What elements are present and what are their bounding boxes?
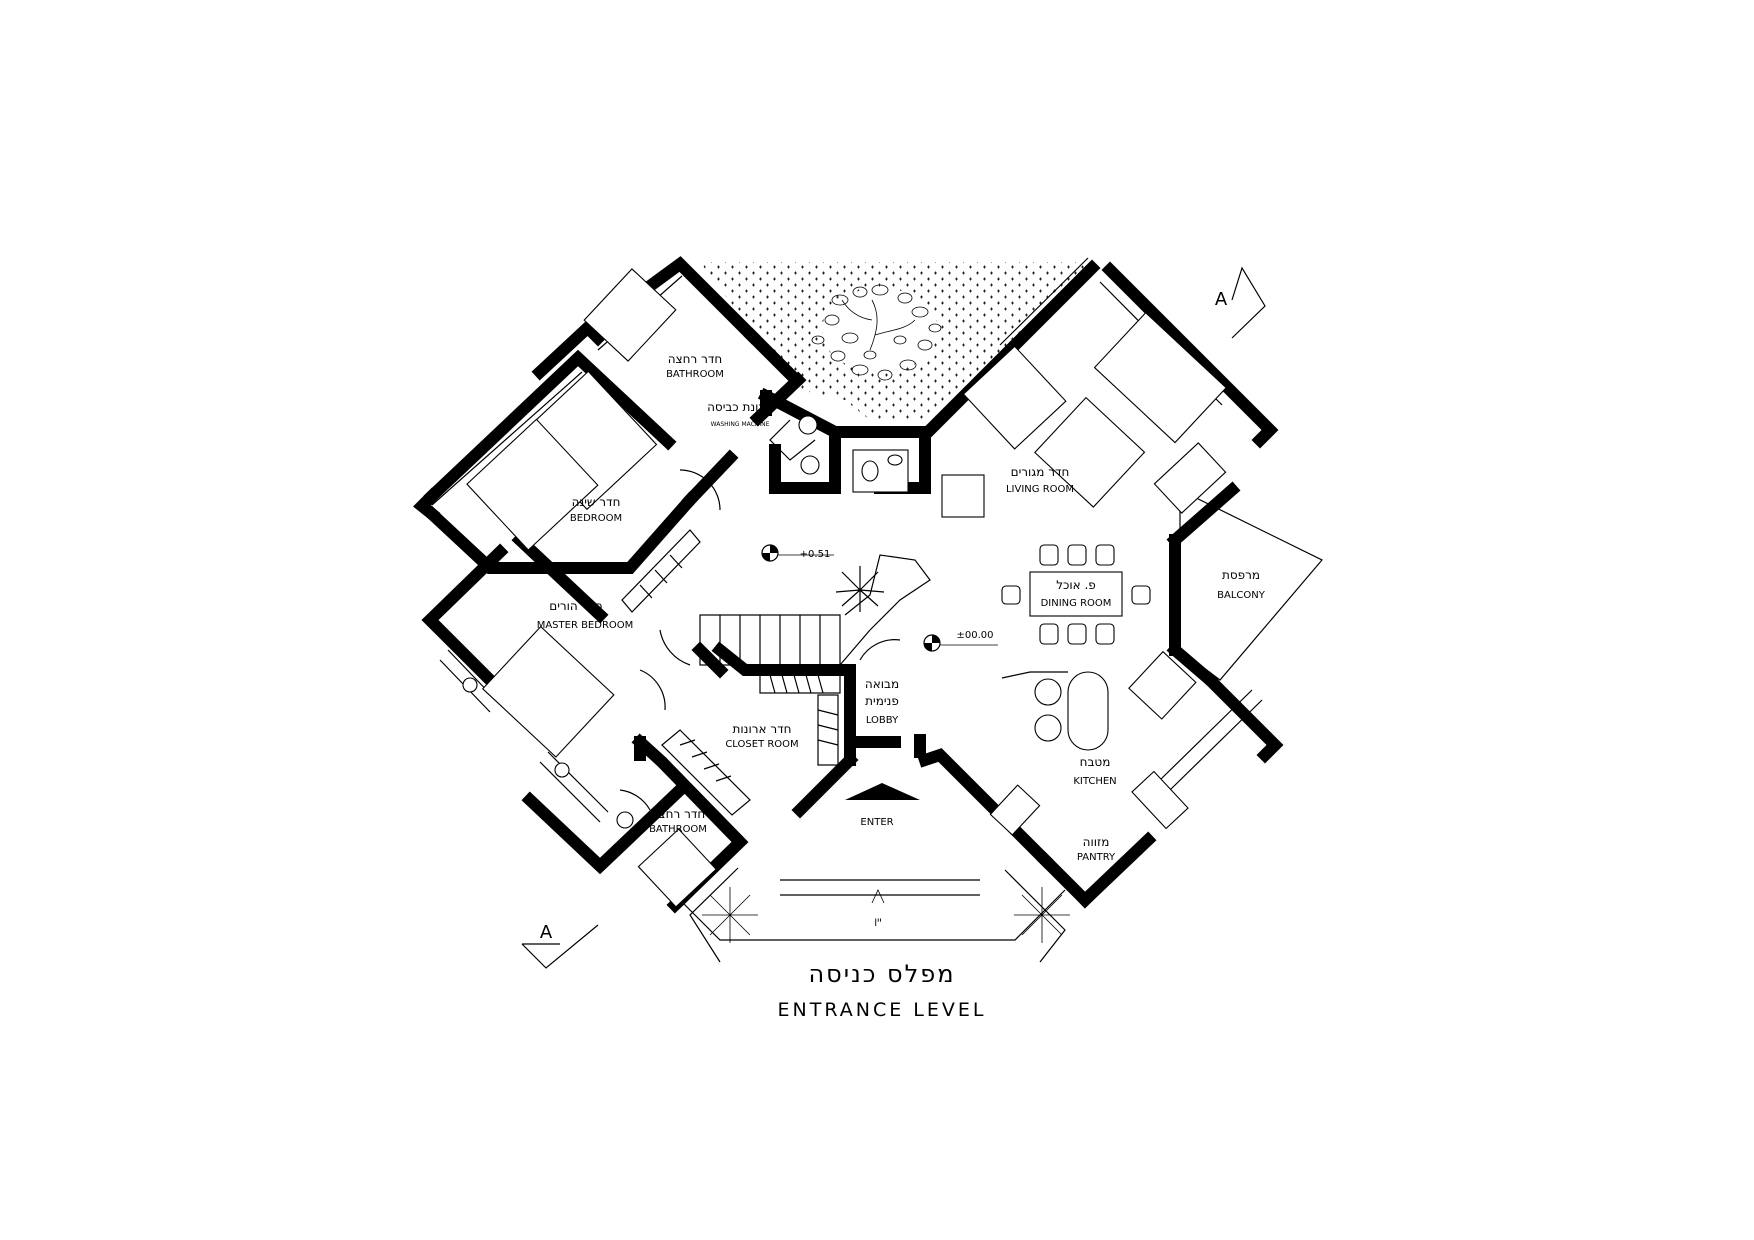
plan-title-hebrew: מפלס כניסה <box>808 960 955 988</box>
stairwell-plant-icon <box>835 566 885 612</box>
kitchen-en: KITCHEN <box>1073 776 1116 787</box>
gate-mark: יין <box>874 916 881 927</box>
plan-title-english: ENTRANCE LEVEL <box>778 999 987 1021</box>
bedroom-he: חדר שינה <box>572 495 621 509</box>
entry-arrow-line <box>871 889 885 904</box>
level-marker-lower <box>923 634 998 652</box>
pantry-en: PANTRY <box>1077 852 1116 863</box>
level-upper-text: +0.51 <box>800 549 831 560</box>
section-marker-bottom <box>521 924 599 969</box>
section-marker-top-letter: A <box>1215 289 1228 310</box>
bathroom-top-he: חדר רחצה <box>668 352 723 366</box>
bathroom-bottom-en: BATHROOM <box>649 824 707 835</box>
entrance-plant-left-icon <box>702 887 758 943</box>
living-room-en: LIVING ROOM <box>1006 484 1074 495</box>
washing-en: WASHING MACHINE <box>711 421 770 428</box>
balcony-en: BALCONY <box>1217 590 1266 601</box>
level-marker-upper <box>761 544 834 562</box>
lobby-en: LOBBY <box>866 715 899 726</box>
living-room-he: חדר מגורים <box>1011 465 1070 479</box>
level-lower-text: ±00.00 <box>956 630 993 641</box>
master-bedroom-en: MASTER BEDROOM <box>537 620 634 631</box>
bathroom-bottom-he: חדר רחצה <box>651 807 706 821</box>
bathroom-top-en: BATHROOM <box>666 369 724 380</box>
interior-details <box>462 268 1227 908</box>
dining-room-he: פ. אוכל <box>1056 578 1096 592</box>
garden-tree-icon <box>811 284 942 381</box>
lobby-he-1: מבואה <box>865 677 899 691</box>
washing-he: מכונת כביסה <box>707 400 773 414</box>
closet-room-en: CLOSET ROOM <box>725 739 798 750</box>
master-bedroom-he: חדר הורים <box>549 599 603 613</box>
enter-arrow-icon <box>845 783 920 800</box>
dining-room-en: DINING ROOM <box>1041 598 1112 609</box>
bedroom-en: BEDROOM <box>570 513 622 524</box>
balcony-he: מרפסת <box>1222 568 1260 582</box>
pantry-he: מזווה <box>1083 835 1110 849</box>
closet-room-he: חדר ארונות <box>732 722 791 736</box>
section-marker-bottom-letter: A <box>540 922 553 943</box>
lobby-he-2: פנימית <box>865 694 899 708</box>
entrance-plant-right-icon <box>1014 887 1070 943</box>
section-marker-top <box>1231 266 1266 339</box>
enter-label: ENTER <box>860 817 893 828</box>
kitchen-he: מטבח <box>1080 755 1111 769</box>
